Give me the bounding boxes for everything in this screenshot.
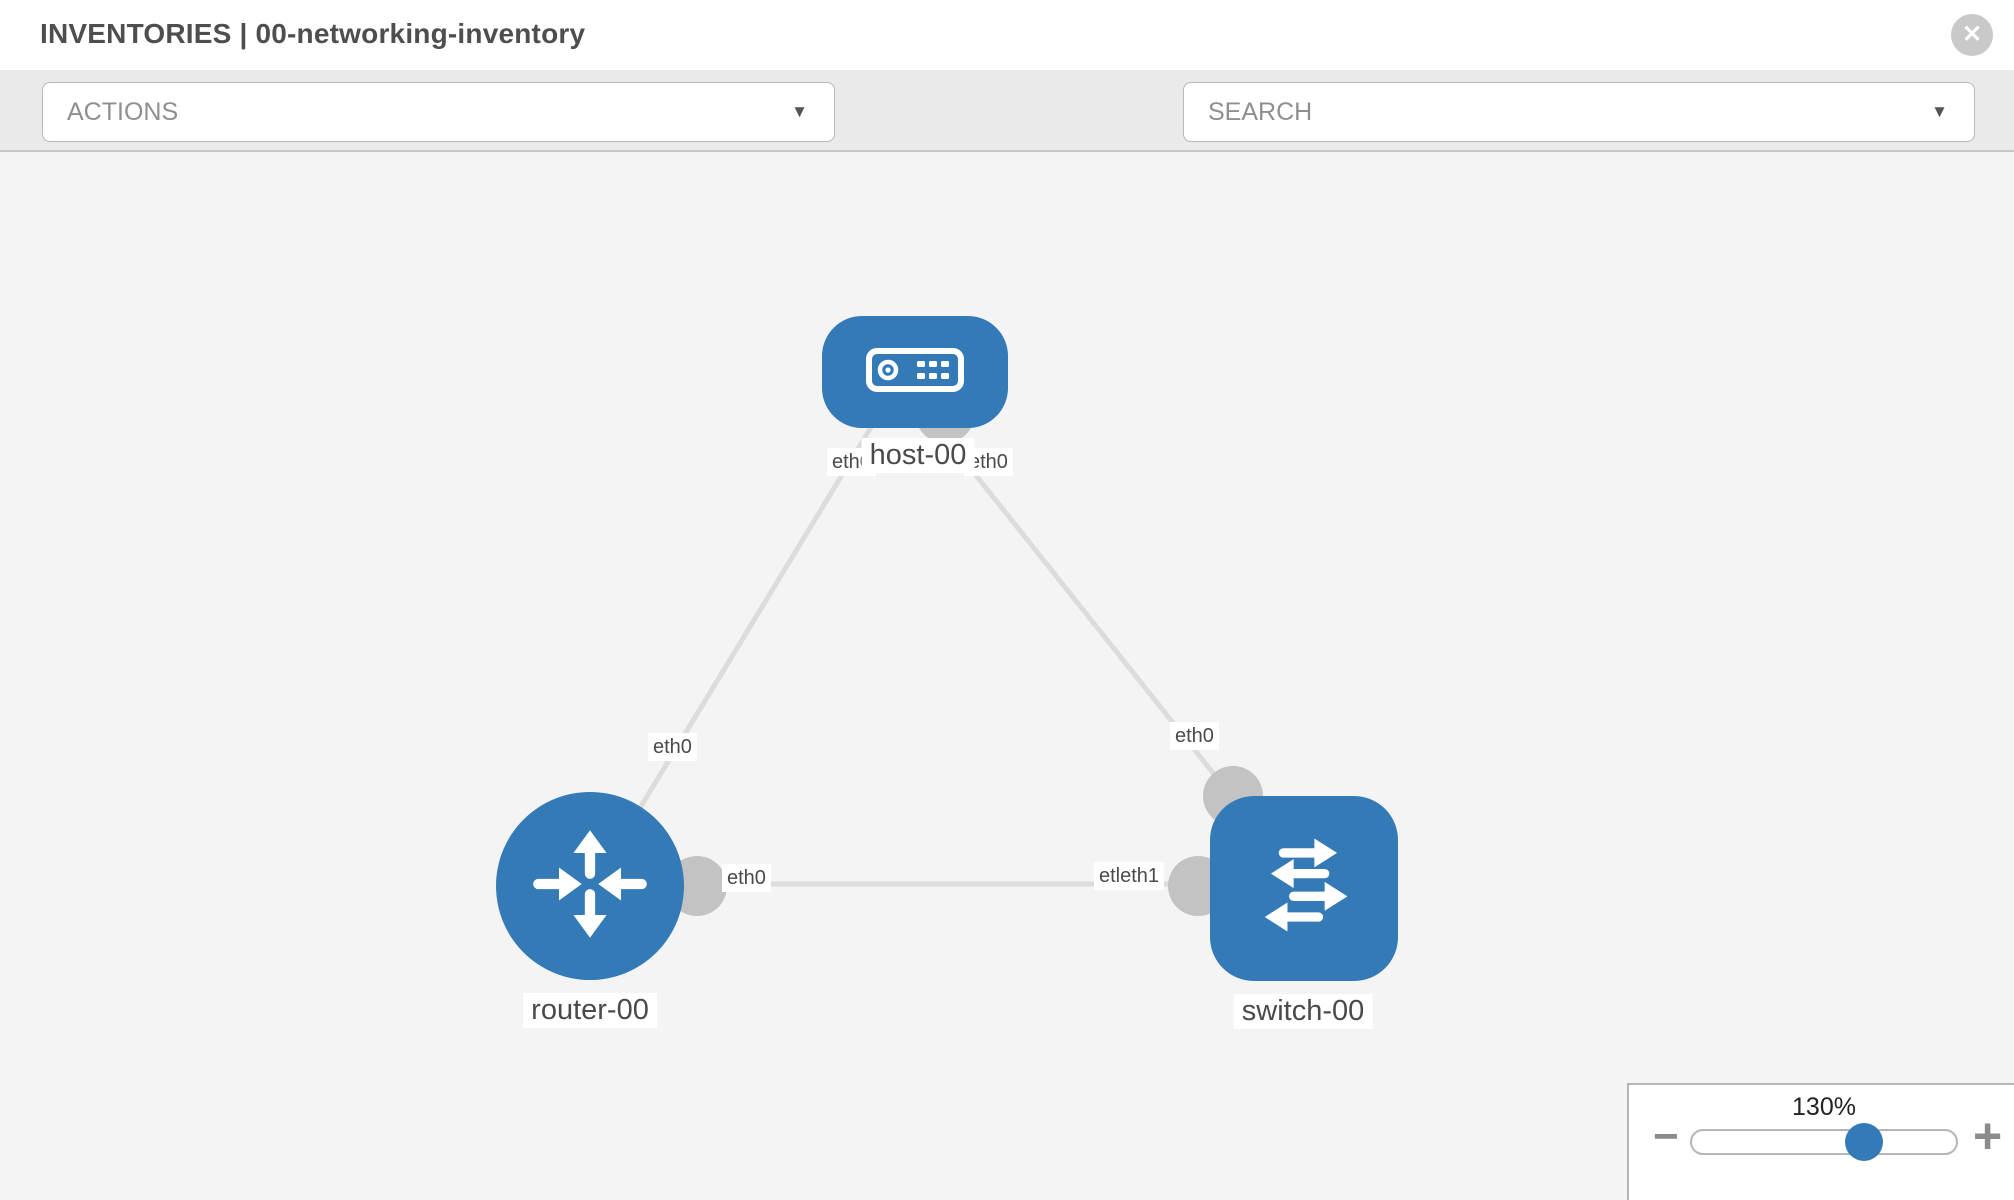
node-label-router-00: router-00 (523, 993, 657, 1029)
switch-icon (1242, 824, 1366, 953)
host-icon (865, 347, 965, 398)
zoom-panel: 130% − + (1627, 1083, 2014, 1200)
search-dropdown[interactable]: SEARCH ▼ (1183, 82, 1975, 142)
node-switch-00[interactable] (1210, 796, 1398, 981)
zoom-out-button[interactable]: − (1653, 1112, 1679, 1161)
node-label-host-00: host-00 (861, 438, 975, 474)
close-icon: ✕ (1961, 21, 1983, 48)
toolbar: ACTIONS ▼ SEARCH ▼ (0, 70, 2014, 210)
router-icon (528, 822, 652, 951)
close-button[interactable]: ✕ (1951, 14, 1993, 56)
node-host-00[interactable] (822, 316, 1008, 428)
chevron-down-icon: ▼ (1931, 102, 1948, 121)
actions-dropdown[interactable]: ACTIONS ▼ (42, 82, 835, 142)
node-label-switch-00: switch-00 (1233, 994, 1373, 1030)
port-label-router-eth0-right: eth0 (722, 864, 771, 892)
zoom-in-button[interactable]: + (1973, 1108, 2003, 1164)
zoom-slider-track[interactable] (1690, 1129, 1958, 1155)
topology-canvas[interactable]: eth0 eth0 eth0 eth0 eth0 etleth1 host-00… (0, 152, 2014, 1200)
chevron-down-icon: ▼ (791, 102, 808, 121)
port-label-switch-eth1-left: etleth1 (1094, 862, 1165, 890)
page-title: INVENTORIES | 00-networking-inventory (40, 18, 586, 49)
node-router-00[interactable] (496, 792, 684, 980)
links-layer (637, 422, 1235, 887)
port-label-router-eth0-top: eth0 (648, 733, 697, 761)
port-label-switch-eth0-top: eth0 (1170, 722, 1219, 750)
zoom-slider-thumb[interactable] (1845, 1123, 1883, 1161)
zoom-percent-label: 130% (1792, 1093, 1856, 1121)
search-placeholder: SEARCH (1208, 97, 1313, 126)
header: INVENTORIES | 00-networking-inventory ✕ (0, 0, 2014, 70)
actions-dropdown-label: ACTIONS (67, 97, 179, 126)
